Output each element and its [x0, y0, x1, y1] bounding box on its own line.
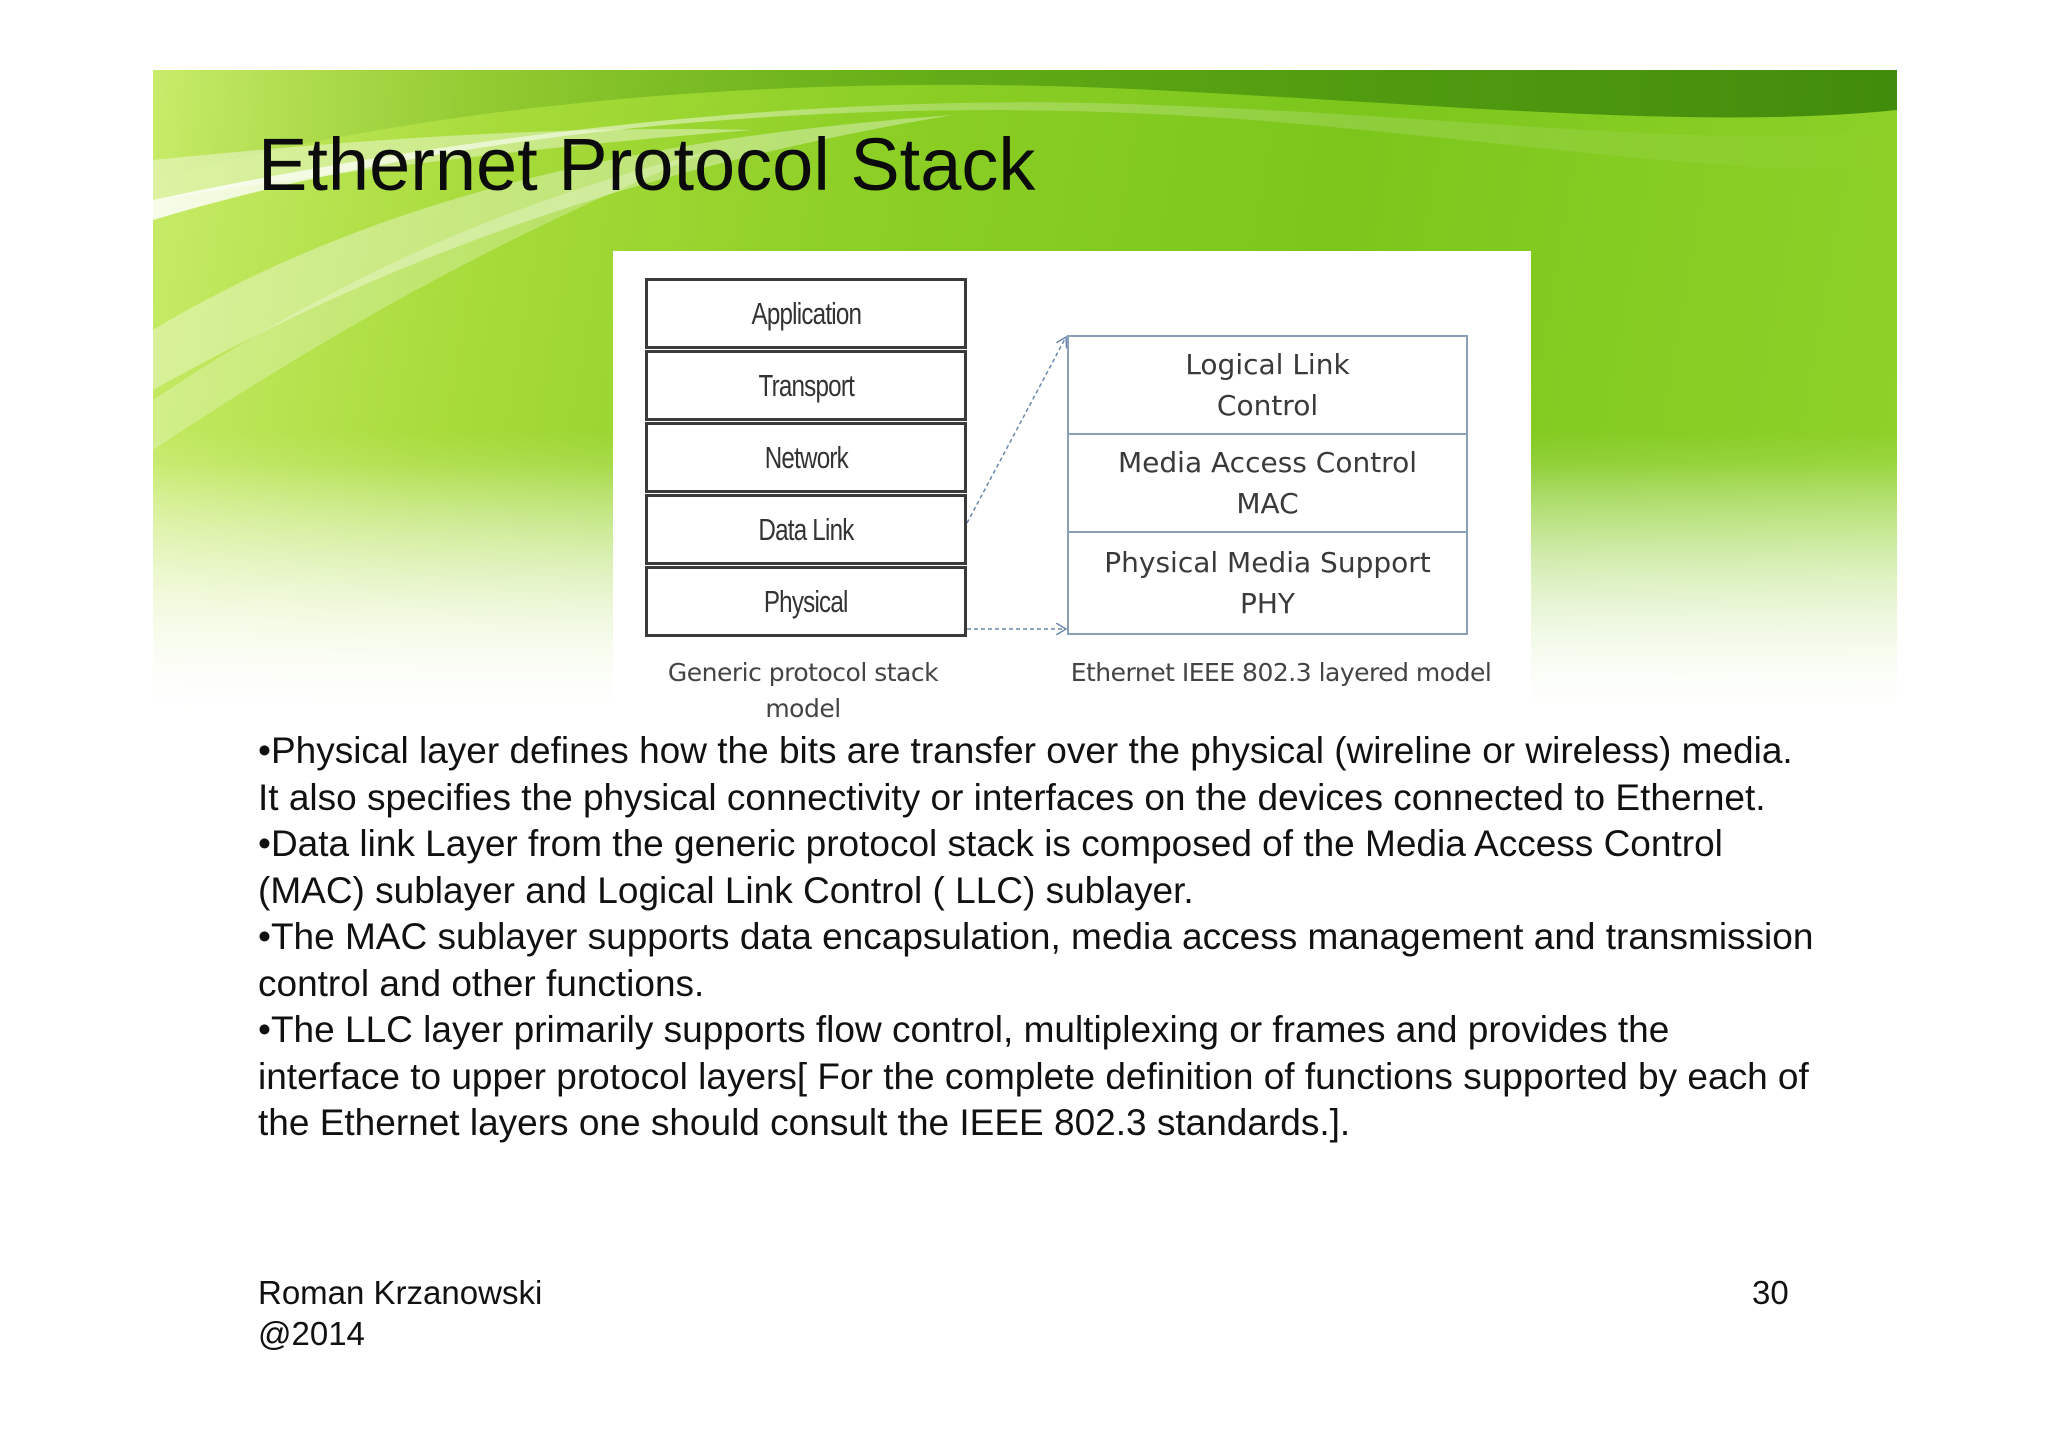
ieee-layer-line: Logical Link — [1185, 348, 1350, 381]
layer-label: Data Link — [758, 511, 854, 547]
slide-title: Ethernet Protocol Stack — [258, 123, 1036, 206]
ieee-layer-line: Media Access Control — [1118, 446, 1417, 479]
bullet-item: •Physical layer defines how the bits are… — [258, 730, 1793, 818]
layer-application: Application — [645, 278, 967, 349]
protocol-stack-diagram: Application Transport Network Data Link … — [613, 251, 1531, 723]
ieee-layer-line: Physical Media Support — [1104, 546, 1431, 579]
author-name: Roman Krzanowski — [258, 1274, 543, 1311]
layer-label: Application — [751, 295, 861, 331]
layer-data-link: Data Link — [645, 494, 967, 565]
bullet-item: •The MAC sublayer supports data encapsul… — [258, 916, 1814, 1004]
bullet-item: •Data link Layer from the generic protoc… — [258, 823, 1723, 911]
layer-label: Transport — [758, 367, 854, 403]
ieee-layer-line: MAC — [1236, 487, 1299, 520]
page-number: 30 — [1752, 1274, 1789, 1311]
bullet-list: •Physical layer defines how the bits are… — [258, 728, 1818, 1147]
layer-physical: Physical — [645, 566, 967, 637]
author-year: @2014 — [258, 1315, 365, 1352]
ieee-layer-mac: Media Access Control MAC — [1069, 435, 1466, 533]
footer-author: Roman Krzanowski @2014 — [258, 1272, 542, 1354]
ieee-layer-llc: Logical Link Control — [1069, 337, 1466, 435]
ieee-layer-line: PHY — [1239, 587, 1296, 620]
ieee-layer-line: Control — [1216, 389, 1319, 422]
ieee-stack-caption: Ethernet IEEE 802.3 layered model — [1070, 658, 1492, 687]
layer-transport: Transport — [645, 350, 967, 421]
layer-label: Network — [764, 439, 848, 475]
layer-network: Network — [645, 422, 967, 493]
layer-label: Physical — [764, 583, 849, 619]
ieee-layer-phy: Physical Media Support PHY — [1069, 533, 1466, 633]
generic-stack-caption: Generic protocol stack model — [667, 658, 939, 723]
bullet-item: •The LLC layer primarily supports flow c… — [258, 1009, 1809, 1143]
generic-protocol-stack: Application Transport Network Data Link … — [645, 278, 967, 638]
ieee-802-3-stack: Logical Link Control Media Access Contro… — [1067, 335, 1468, 635]
